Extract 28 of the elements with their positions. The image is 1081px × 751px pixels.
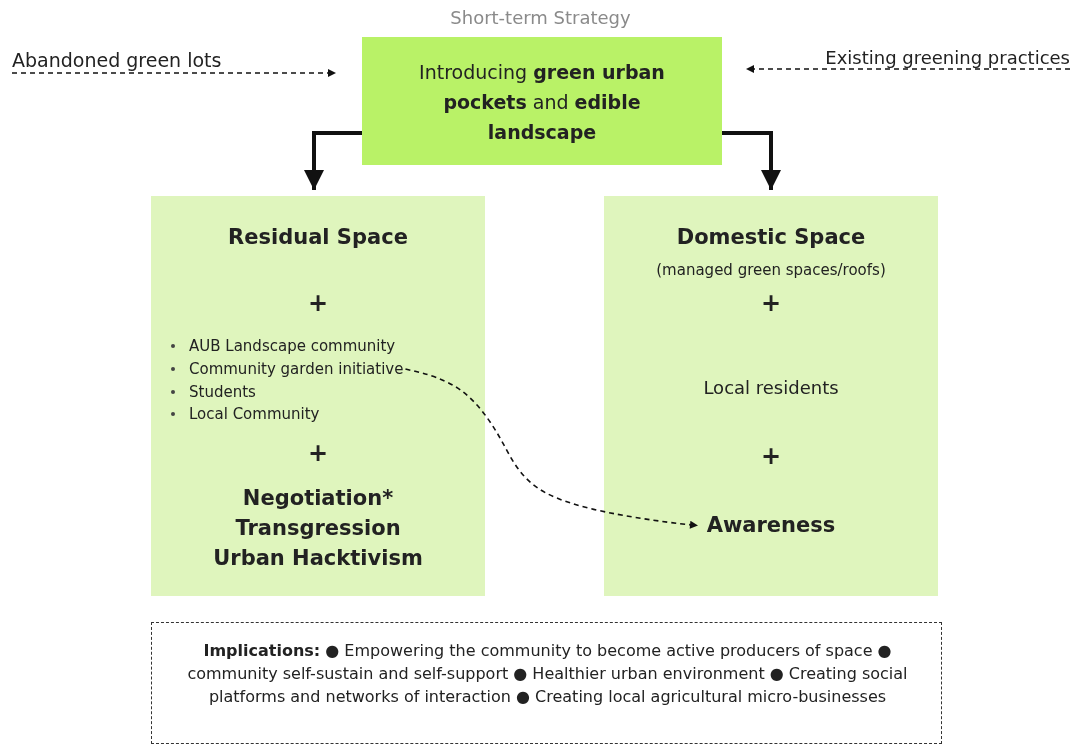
diagram-title: Short-term Strategy [449, 7, 632, 28]
input-label: Abandoned green lots [12, 48, 222, 73]
panel-heading: + [759, 441, 783, 472]
panel-heading: + [759, 288, 783, 319]
space-panel [151, 196, 485, 596]
panel-heading: Domestic Space [675, 224, 867, 251]
panel-heading: Residual Space [227, 224, 409, 251]
arrow [745, 65, 1071, 73]
strategy-box [362, 37, 722, 165]
space-panel [604, 196, 938, 596]
panel-text: (managed green spaces/roofs) [655, 260, 887, 280]
arrow [304, 131, 362, 190]
panel-heading: + [306, 438, 330, 469]
bullet-item: Community garden initiative [165, 359, 404, 379]
panel-heading: Negotiation* Transgression Urban Hacktivism [212, 485, 424, 572]
arrow [11, 69, 337, 77]
bullet-item: Local Community [165, 404, 320, 424]
awareness-text: Awareness [706, 512, 836, 539]
bullet-item: Students [165, 382, 256, 402]
panel-heading: + [306, 288, 330, 319]
strategy-text: Introducing green urban pockets and edible landscape [418, 60, 666, 145]
panel-text: Local residents [702, 376, 840, 399]
input-label: Existing greening practices [825, 46, 1070, 69]
arrow [722, 131, 781, 190]
implications-box [151, 622, 942, 744]
bullet-item: AUB Landscape community [165, 336, 396, 356]
arrow [404, 368, 699, 529]
implications-text: Implications: ● Empowering the community to become active producers of space ● community self-sustain and self-support ● Healthier urban environment ● Creating social platforms and networks of interaction ● Creating local agricultural micro-businesses [186, 640, 909, 708]
